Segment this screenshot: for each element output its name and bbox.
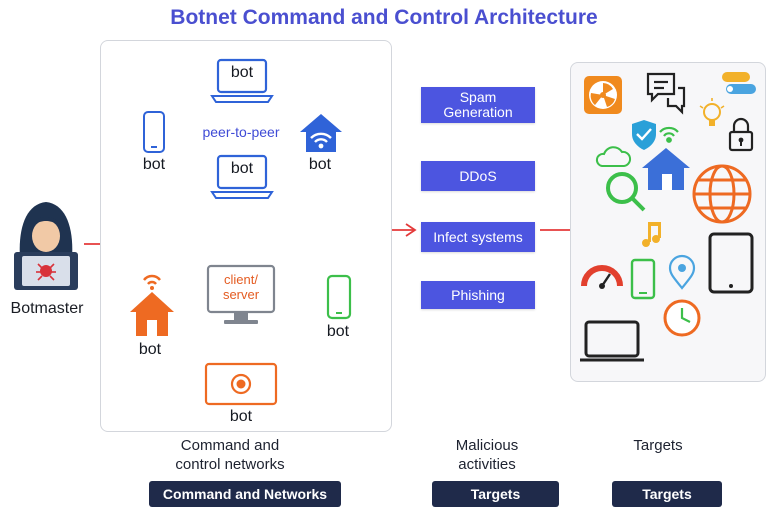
wifi-house-icon — [130, 274, 174, 336]
activity-label: Phishing — [451, 286, 505, 303]
targets-button[interactable]: Targets — [612, 481, 722, 507]
smartphone-icon — [630, 258, 656, 300]
bot-label: bot — [308, 156, 332, 173]
magnifier-icon — [606, 172, 646, 212]
client-server-line2: server — [222, 287, 260, 302]
bot-label: bot — [230, 64, 254, 81]
smartphone-icon — [143, 111, 165, 153]
bot-label: bot — [229, 408, 253, 425]
wifi-house-icon — [300, 114, 342, 152]
bot-label: bot — [230, 160, 254, 177]
shield-icon — [632, 120, 656, 150]
location-pin-icon — [668, 254, 696, 290]
caption-line: Malicious — [455, 437, 519, 454]
tablet-icon — [708, 232, 754, 294]
client-server-line1: client/ — [224, 272, 258, 287]
c2-caption: Command and control networks — [130, 436, 330, 474]
arrow-head-2 — [405, 223, 417, 237]
bot-label: bot — [326, 323, 350, 340]
lock-icon — [728, 117, 754, 152]
laptop-icon — [210, 58, 274, 103]
activities-caption: Malicious activities — [420, 436, 554, 474]
caption-line: control networks — [175, 456, 285, 473]
speedometer-icon — [581, 265, 623, 289]
laptop-icon — [210, 154, 274, 199]
fan-icon — [584, 76, 622, 114]
botmaster-label: Botmaster — [10, 300, 84, 317]
bot-label: bot — [142, 156, 166, 173]
targets-icon-grid — [580, 72, 756, 362]
globe-icon — [692, 164, 752, 224]
targets-caption: Targets — [633, 437, 683, 454]
server-monitor-icon — [206, 264, 276, 324]
hacker-icon — [14, 202, 78, 290]
clock-icon — [663, 299, 701, 337]
music-note-icon — [642, 222, 661, 247]
activity-label: Spam — [459, 89, 497, 105]
activity-label: Generation — [443, 104, 513, 120]
caption-line: Command and — [180, 437, 280, 454]
usb-key-icon — [722, 72, 756, 94]
activity-ddos-box: DDoS — [421, 161, 535, 191]
cloud-icon — [595, 146, 632, 167]
activity-infect-box: Infect systems — [421, 222, 535, 252]
wifi-icon — [659, 126, 679, 143]
bot-label: bot — [138, 341, 162, 358]
diagram-title: Botnet Command and Control Architecture — [170, 6, 598, 29]
caption-line: activities — [458, 456, 516, 473]
lightbulb-icon — [699, 98, 725, 126]
laptop-icon — [580, 320, 644, 362]
activity-phishing-box: Phishing — [421, 281, 535, 309]
peer-to-peer-label: peer-to-peer — [202, 124, 280, 140]
activity-spam-box: Spam Generation — [421, 87, 535, 123]
chat-icon — [646, 72, 686, 115]
activity-label: DDoS — [459, 167, 497, 184]
client-server-label: client/ server — [208, 272, 274, 302]
c2-networks-button[interactable]: Command and Networks — [149, 481, 341, 507]
activity-label: Infect systems — [433, 228, 523, 245]
house-icon — [642, 148, 690, 190]
activities-targets-button[interactable]: Targets — [432, 481, 559, 507]
router-device-icon — [204, 362, 278, 406]
smartphone-icon — [326, 274, 352, 320]
